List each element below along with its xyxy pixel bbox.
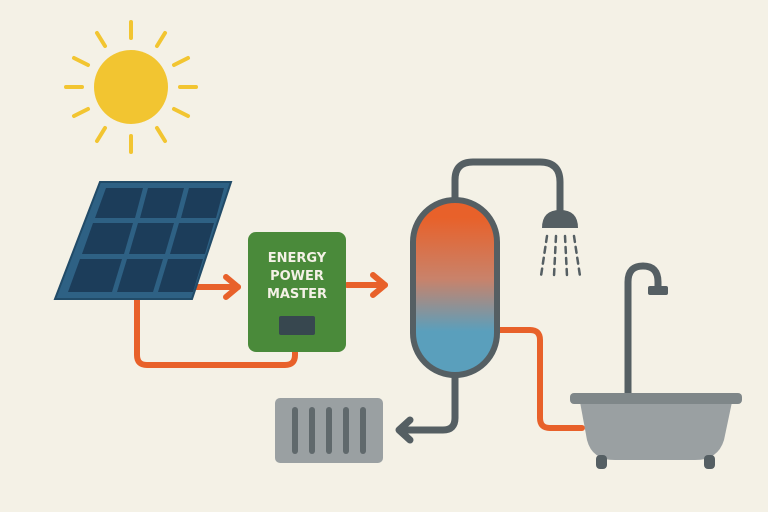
controller-label-line3: MASTER [267, 287, 327, 302]
sun-icon [64, 20, 198, 154]
controller-label-line1: ENERGY [268, 251, 327, 266]
water-pipe [395, 158, 564, 444]
controller-display [279, 316, 315, 335]
water-tank [410, 197, 500, 378]
solar-panel-icon [53, 181, 233, 300]
bathtub-icon [570, 262, 742, 469]
radiator-icon [275, 398, 383, 463]
shower-head-icon [539, 210, 582, 278]
controller-label-line2: POWER [270, 269, 324, 284]
power-wire [134, 272, 585, 431]
energy-power-master-controller: ENERGY POWER MASTER [248, 232, 346, 352]
